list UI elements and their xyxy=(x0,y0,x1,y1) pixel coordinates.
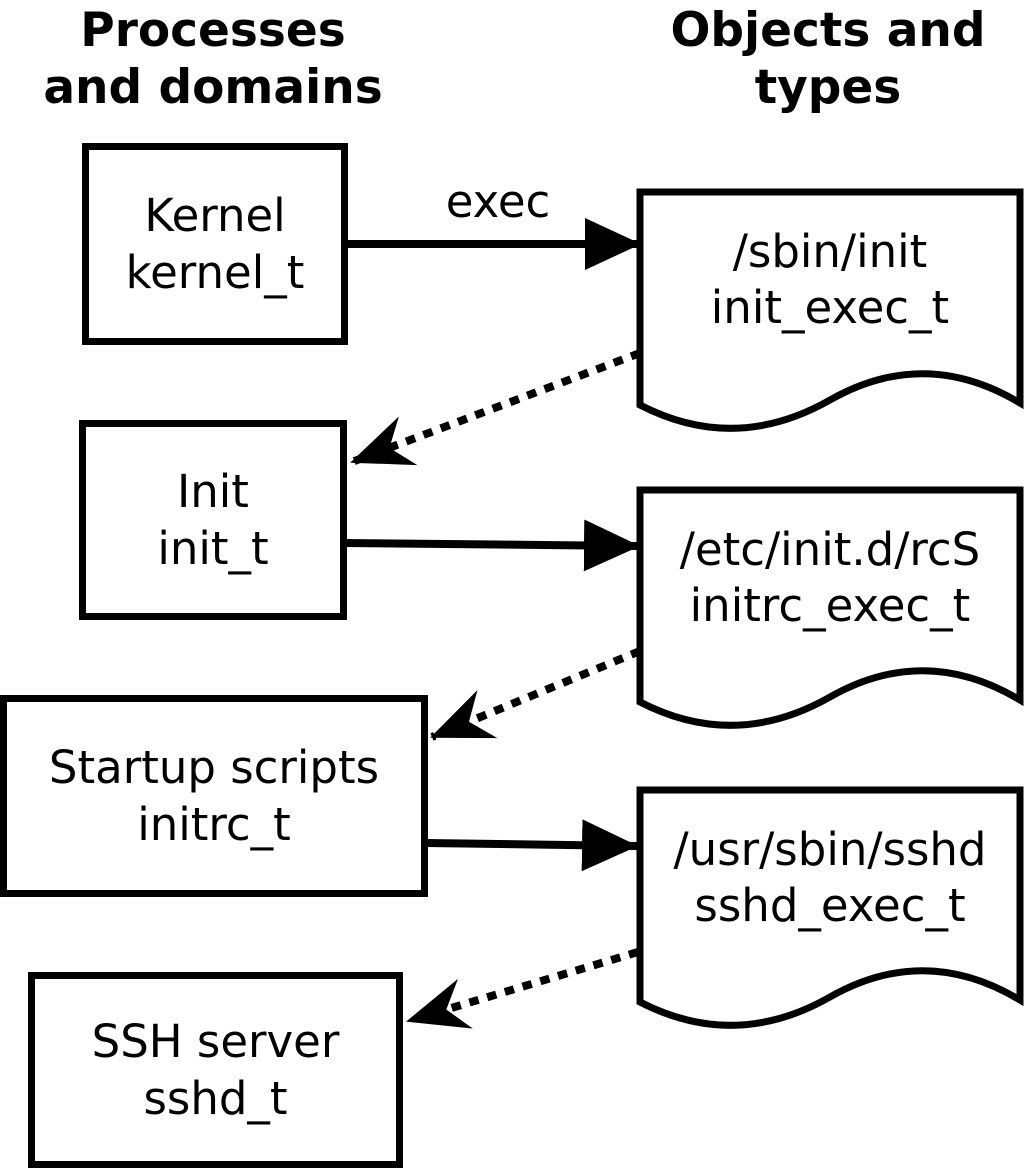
object-path: /sbin/init xyxy=(732,225,928,278)
object-type: initrc_exec_t xyxy=(689,579,971,632)
object-doc-etc-initd-rcs: /etc/init.d/rcS initrc_exec_t xyxy=(650,522,1010,634)
process-label: Kernel xyxy=(144,189,286,242)
column-header-objects-and-types: Objects and types xyxy=(670,3,986,115)
dotted-arrow-usr-sbin-sshd-to-sshd xyxy=(406,948,640,1029)
process-box-startup-scripts: Startup scripts initrc_t xyxy=(0,695,428,897)
column-header-processes-and-domains: Processes and domains xyxy=(43,3,383,115)
object-doc-sbin-init: /sbin/init init_exec_t xyxy=(650,224,1010,336)
process-type: sshd_t xyxy=(143,1072,288,1125)
solid-arrow-initrc-to-usr-sbin-sshd xyxy=(425,819,638,872)
process-type: initrc_t xyxy=(137,798,291,851)
process-label: SSH server xyxy=(91,1015,340,1068)
process-type: kernel_t xyxy=(125,246,305,299)
document-shape-usr-sbin-sshd xyxy=(636,786,1024,1029)
object-path: /usr/sbin/sshd xyxy=(673,823,987,876)
document-shape-sbin-init xyxy=(636,188,1024,432)
dotted-arrow-etc-initd-rcs-to-initrc xyxy=(430,647,642,741)
object-path: /etc/init.d/rcS xyxy=(679,523,981,576)
object-doc-usr-sbin-sshd: /usr/sbin/sshd sshd_exec_t xyxy=(650,822,1010,934)
process-box-kernel: Kernel kernel_t xyxy=(82,143,348,345)
object-type: sshd_exec_t xyxy=(694,879,966,932)
document-shape-etc-initd-rcs xyxy=(636,486,1024,729)
dotted-arrow-sbin-init-to-init xyxy=(350,349,642,466)
solid-arrow-init-to-etc-initd-rcs xyxy=(344,519,640,572)
process-label: Init xyxy=(177,465,249,518)
process-box-ssh-server: SSH server sshd_t xyxy=(28,972,403,1168)
process-type: init_t xyxy=(157,522,269,575)
process-box-init: Init init_t xyxy=(79,420,347,620)
process-label: Startup scripts xyxy=(48,741,380,794)
object-type: init_exec_t xyxy=(710,281,950,334)
edge-label-exec: exec xyxy=(445,175,551,228)
